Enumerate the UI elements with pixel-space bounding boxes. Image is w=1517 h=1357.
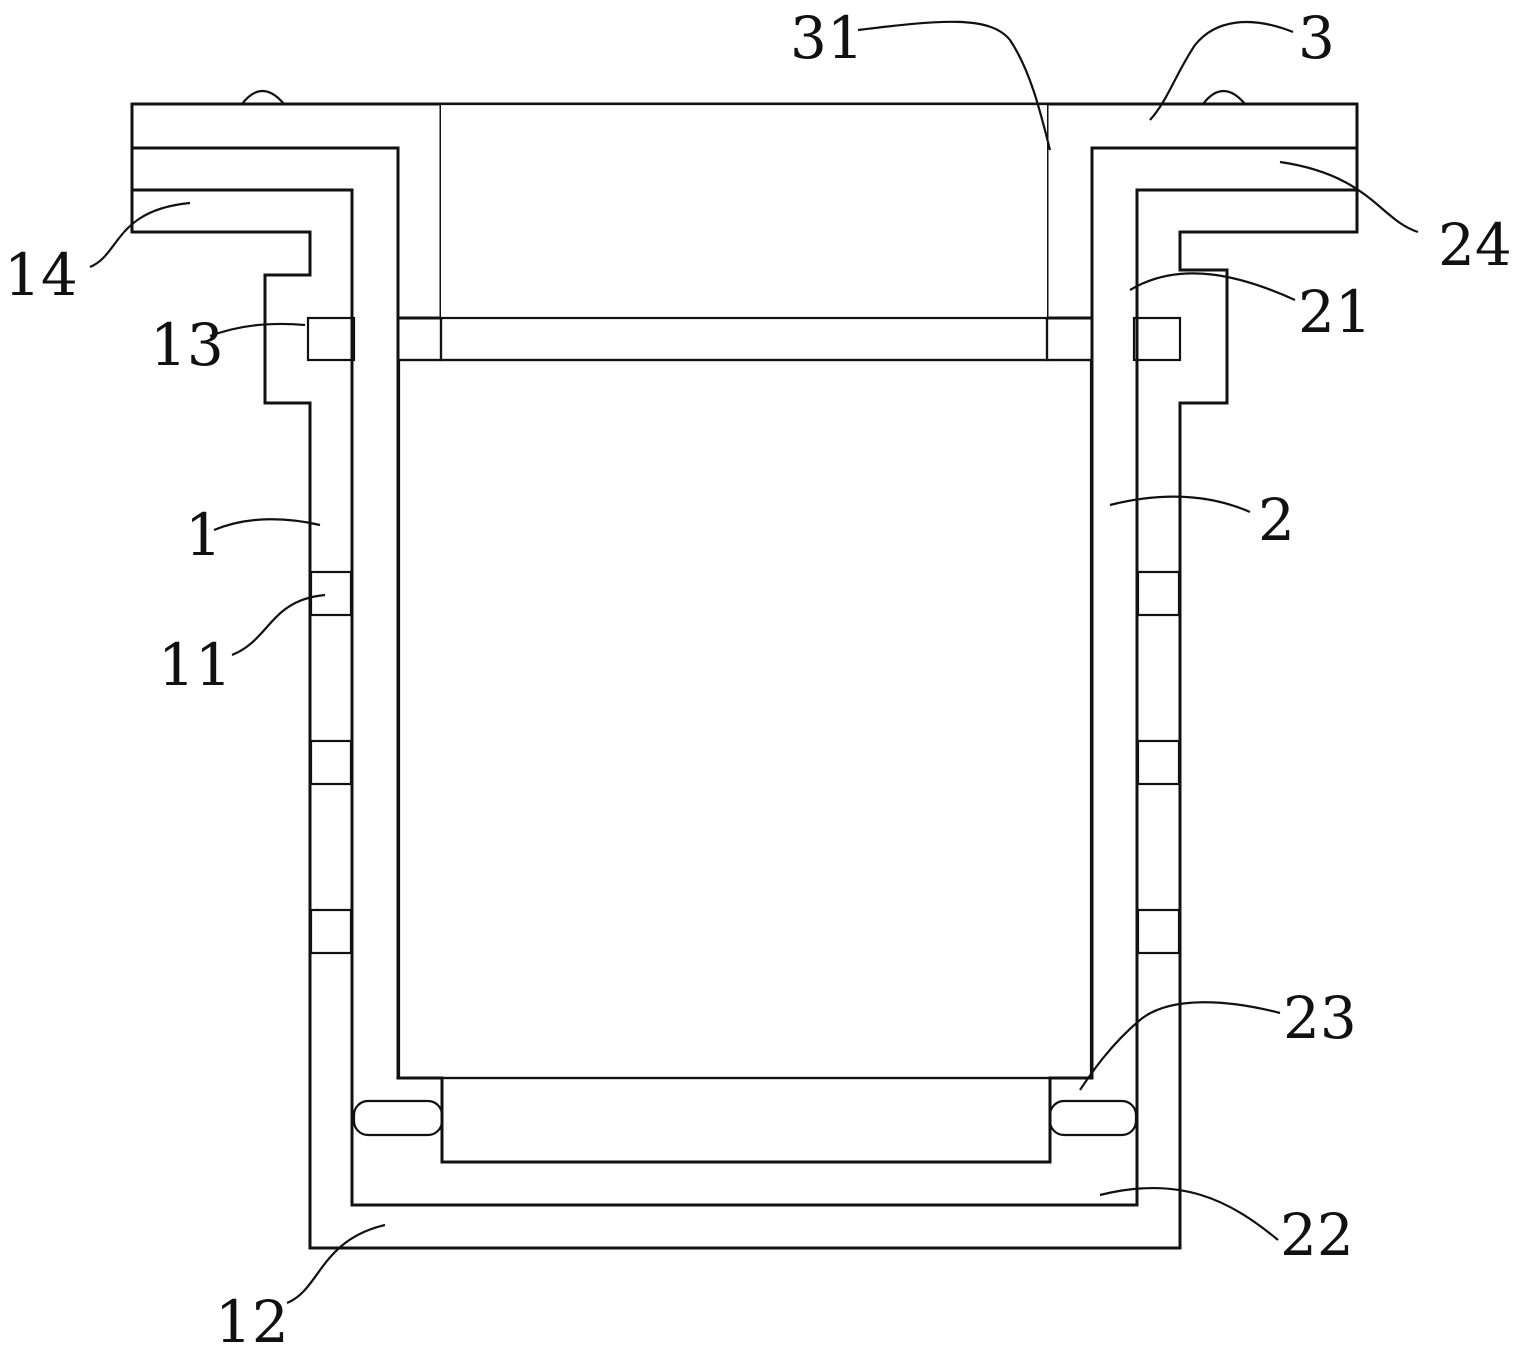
label-1: 1 (185, 501, 222, 569)
label-14: 14 (4, 241, 78, 309)
label-31: 31 (790, 4, 864, 72)
label-11: 11 (158, 631, 232, 699)
cover-opening (441, 104, 1047, 318)
label-21: 21 (1298, 278, 1372, 346)
label-13: 13 (150, 311, 224, 379)
upper-band (439, 316, 1049, 362)
label-22: 22 (1280, 1201, 1354, 1269)
leader-lines (89, 20, 1419, 1305)
seal-rings (306, 316, 1182, 1137)
bottom-cavity (440, 1076, 1052, 1164)
label-12: 12 (215, 1288, 289, 1356)
wall-slots (309, 570, 1181, 955)
label-24: 24 (1438, 211, 1512, 279)
inner-cavity (397, 358, 1093, 1080)
label-3: 3 (1298, 4, 1335, 72)
outer-shell (130, 188, 1359, 1250)
cover-bump-right (1202, 89, 1246, 105)
cover-bump-left (241, 89, 285, 105)
label-23: 23 (1283, 984, 1357, 1052)
label-2: 2 (1258, 486, 1295, 554)
